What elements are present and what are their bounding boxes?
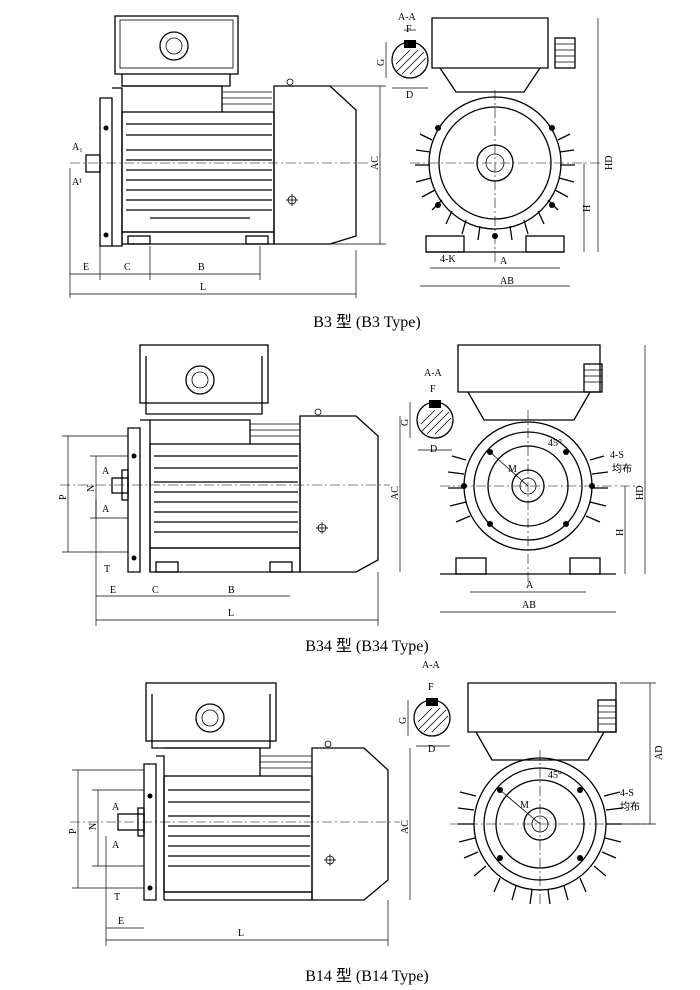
b14-label-even: 均布 xyxy=(620,801,640,813)
b14-side-view xyxy=(70,682,411,946)
b14-front-labels: M 45° 4-S 均布 AD xyxy=(520,746,665,813)
b3-side-labels: A₁ A¹ E C B L AC xyxy=(72,142,381,293)
b3-label-e: E xyxy=(83,262,89,273)
b14-label-a-top: A xyxy=(112,802,120,813)
b3-label-a1-top: A₁ xyxy=(72,142,83,153)
b3-front-labels: HD H 4-K A AB xyxy=(440,156,615,287)
b3-label-g: G xyxy=(376,59,387,66)
b34-label-p: P xyxy=(58,494,69,500)
b34-label-m: M xyxy=(508,464,517,475)
b14-label-d: D xyxy=(428,744,435,755)
b34-label-f: F xyxy=(430,384,436,395)
b34-section-labels: A-A F G D xyxy=(400,368,443,455)
b34-label-ac: AC xyxy=(390,486,401,500)
b14-label-t: T xyxy=(114,892,120,903)
b14-section-title: A-A xyxy=(422,660,441,671)
b14-label-ad: AD xyxy=(654,746,665,760)
b34-label-c: C xyxy=(152,585,159,596)
b34-shaft-section xyxy=(409,400,454,451)
b14-section-labels: A-A F G D xyxy=(398,660,441,755)
b34-label-ab: AB xyxy=(522,600,536,611)
b34-label-even: 均布 xyxy=(612,463,632,475)
b3-label-a: A xyxy=(500,256,508,267)
b34-label-a-top: A xyxy=(102,466,110,477)
b3-section-title: A-A xyxy=(398,12,417,23)
b14-label-e: E xyxy=(118,916,124,927)
b14-label-m: M xyxy=(520,800,529,811)
b34-section-title: A-A xyxy=(424,368,443,379)
b3-section-labels: A-A F G D xyxy=(376,12,417,101)
b34-label-4s: 4-S xyxy=(610,450,624,461)
b34-label-b: B xyxy=(228,585,235,596)
b3-label-l: L xyxy=(200,282,206,293)
b3-label-4k: 4-K xyxy=(440,254,456,265)
b14-shaft-section xyxy=(407,698,451,747)
b14-label-g: G xyxy=(398,717,409,724)
b14-label-f: F xyxy=(428,682,434,693)
b34-label-d: D xyxy=(430,444,437,455)
b3-label-d: D xyxy=(406,90,413,101)
b14-label-45: 45° xyxy=(548,770,562,781)
b34-label-t: T xyxy=(104,564,110,575)
b3-label-b: B xyxy=(198,262,205,273)
b14-label-n: N xyxy=(88,823,99,830)
b3-front-view xyxy=(410,17,600,287)
b3-label-f: F xyxy=(406,24,412,35)
b34-label-h: H xyxy=(615,529,626,536)
b34-front-view xyxy=(440,344,646,613)
b34-label-e: E xyxy=(110,585,116,596)
b3-label-h: H xyxy=(582,205,593,212)
b14-label-p: P xyxy=(68,828,79,834)
b34-side-view xyxy=(60,344,401,626)
b14-label-4s: 4-S xyxy=(620,788,634,799)
b14-front-view xyxy=(450,682,656,905)
b3-label-c: C xyxy=(124,262,131,273)
b34-label-g: G xyxy=(400,419,411,426)
b3-label-ac: AC xyxy=(370,156,381,170)
b34-label-45: 45° xyxy=(548,438,562,449)
b34-caption: B34 型 (B34 Type) xyxy=(305,638,429,655)
b14-caption: B14 型 (B14 Type) xyxy=(305,968,429,985)
b14-label-ac: AC xyxy=(400,820,411,834)
b3-side-view xyxy=(69,15,386,298)
b34-label-l: L xyxy=(228,608,234,619)
b34-label-a-bottom: A xyxy=(102,504,110,515)
b34-label-a: A xyxy=(526,580,534,591)
b14-side-labels: P N A A T E L AC xyxy=(68,802,411,939)
b34-label-hd: HD xyxy=(635,486,646,500)
b34-label-n: N xyxy=(86,485,97,492)
b3-label-a1-bottom: A¹ xyxy=(72,177,82,188)
b34-side-labels: P N A A T E C B L AC xyxy=(58,466,401,619)
b3-label-ab: AB xyxy=(500,276,514,287)
b34-front-labels: M 45° 4-S 均布 HD H A AB xyxy=(508,438,646,611)
b3-shaft-section xyxy=(385,29,429,89)
b14-label-a-bottom: A xyxy=(112,840,120,851)
b3-caption: B3 型 (B3 Type) xyxy=(313,314,421,331)
b14-label-l: L xyxy=(238,928,244,939)
b3-label-hd: HD xyxy=(604,156,615,170)
